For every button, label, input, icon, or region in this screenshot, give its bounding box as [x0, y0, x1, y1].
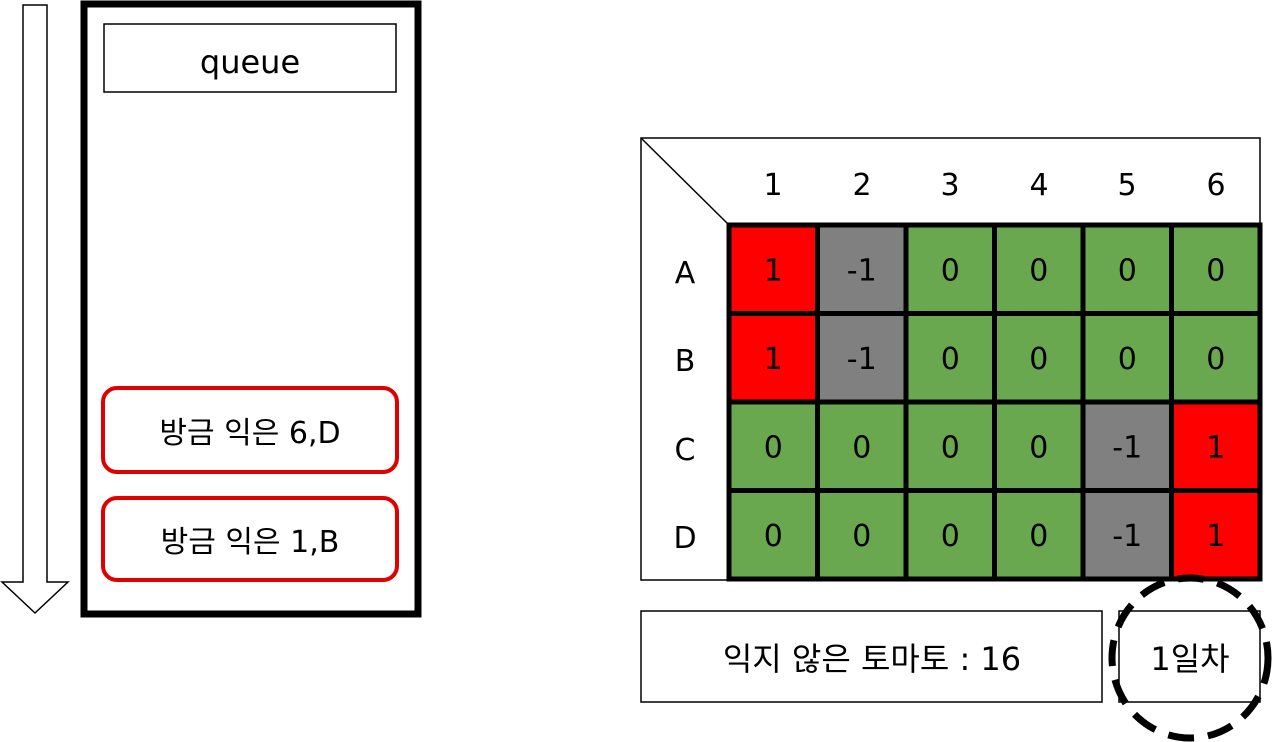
grid-cell [1169, 311, 1263, 405]
grid-cell-value: 1 [764, 342, 783, 377]
grid-cell-value: 0 [941, 519, 960, 554]
grid-cells: 1 -1 0 0 0 0 1 -1 0 0 0 0 0 0 0 0 -1 1 0 0 0 0 -1 1 [726, 222, 1263, 582]
grid-cell-value: 0 [1206, 253, 1225, 288]
column-headers: 1 2 3 4 5 6 [763, 168, 1225, 203]
grid-cell [726, 488, 820, 582]
grid-cell [1169, 399, 1263, 493]
row-header: D [673, 521, 696, 556]
grid-cell [815, 399, 909, 493]
queue-item-label: 방금 익은 1,B [161, 525, 340, 560]
grid-cell-value: 0 [941, 342, 960, 377]
grid-cell [903, 311, 997, 405]
queue-item-label: 방금 익은 6,D [159, 416, 340, 451]
row-headers: A B C D [673, 256, 696, 556]
grid-cell-value: 0 [1029, 430, 1048, 465]
grid-cell-value: 1 [1206, 430, 1225, 465]
grid-cell-value: 1 [764, 253, 783, 288]
column-header: 6 [1206, 168, 1225, 203]
grid-cell-value: 0 [941, 253, 960, 288]
corner-diagonal [640, 137, 730, 226]
day-highlight-circle [1108, 574, 1272, 742]
queue-title: queue [200, 43, 300, 81]
column-header: 1 [763, 168, 782, 203]
column-header: 3 [940, 168, 959, 203]
column-header: 2 [852, 168, 871, 203]
unripe-counter-label: 익지 않은 토마토 : 16 [723, 640, 1021, 678]
grid-cell-value: 0 [1029, 342, 1048, 377]
day-counter-box [1118, 610, 1261, 703]
grid-cell [1080, 488, 1174, 582]
grid-cell [1169, 222, 1263, 316]
unripe-counter-box [640, 610, 1103, 703]
column-header: 5 [1117, 168, 1136, 203]
grid-cell [992, 399, 1086, 493]
grid-cell-value: -1 [1112, 430, 1142, 465]
grid-cell [992, 488, 1086, 582]
row-header: B [675, 344, 696, 379]
grid-cell-value: 0 [764, 519, 783, 554]
day-counter-label: 1일차 [1150, 640, 1229, 678]
grid-cell-value: 0 [1206, 342, 1225, 377]
grid-cell-value: 0 [852, 430, 871, 465]
grid-cell [726, 311, 820, 405]
queue-item-box [101, 496, 399, 582]
grid-cell-value: 1 [1206, 519, 1225, 554]
grid-cell-value: 0 [764, 430, 783, 465]
grid-cell-value: 0 [1029, 519, 1048, 554]
grid-cell-value: 0 [852, 519, 871, 554]
grid-cell-value: -1 [847, 253, 877, 288]
grid-cell [1169, 488, 1263, 582]
down-arrow-icon [0, 4, 70, 615]
column-header: 4 [1029, 168, 1048, 203]
grid-cell-value: 0 [941, 430, 960, 465]
row-header: C [675, 433, 696, 468]
grid-cell-value: 0 [1118, 253, 1137, 288]
queue-title-box [103, 23, 397, 93]
row-header: A [675, 256, 696, 291]
grid-cell-value: -1 [1112, 519, 1142, 554]
grid-cell-value: -1 [847, 342, 877, 377]
queue-item-box [101, 386, 399, 474]
grid-cell-value: 0 [1118, 342, 1137, 377]
grid-cell-value: 0 [1029, 253, 1048, 288]
